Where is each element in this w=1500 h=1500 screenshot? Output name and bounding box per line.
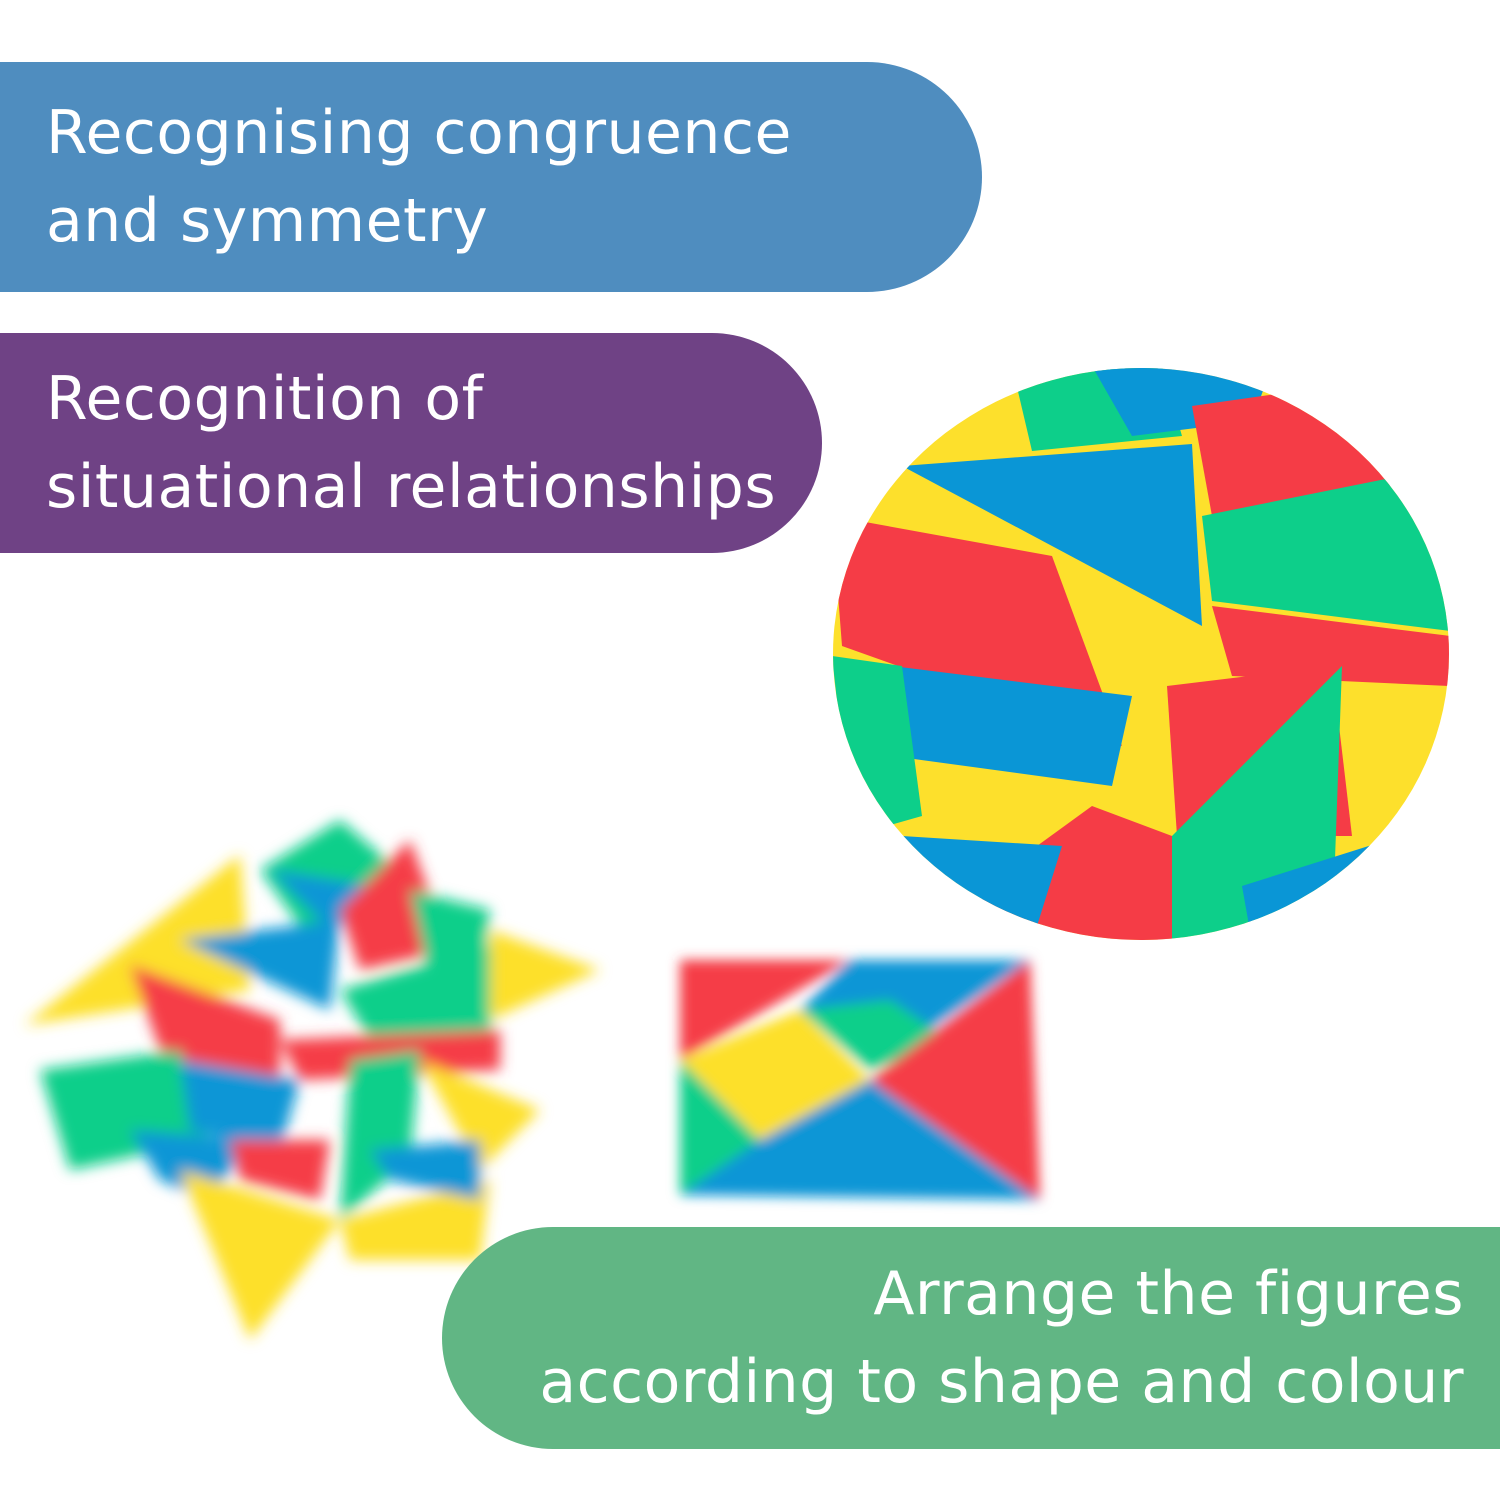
banner-situational-line2: situational relationships [46,452,777,522]
banner-congruence-line2: and symmetry [46,186,489,256]
banner-congruence-line1: Recognising congruence [46,98,792,168]
banner-situational: Recognition of situational relationships [0,333,822,553]
banner-situational-line1: Recognition of [46,364,484,434]
tangram-pieces-photo-icon [833,368,1449,940]
banner-arrange-line2: according to shape and colour [539,1347,1464,1417]
banner-congruence: Recognising congruence and symmetry [0,62,982,292]
banner-arrange: Arrange the figures according to shape a… [442,1227,1500,1449]
assembled-tangram-square-icon [680,960,1040,1200]
banner-arrange-line1: Arrange the figures [873,1259,1464,1329]
scattered-tangram-icon [25,820,600,1340]
